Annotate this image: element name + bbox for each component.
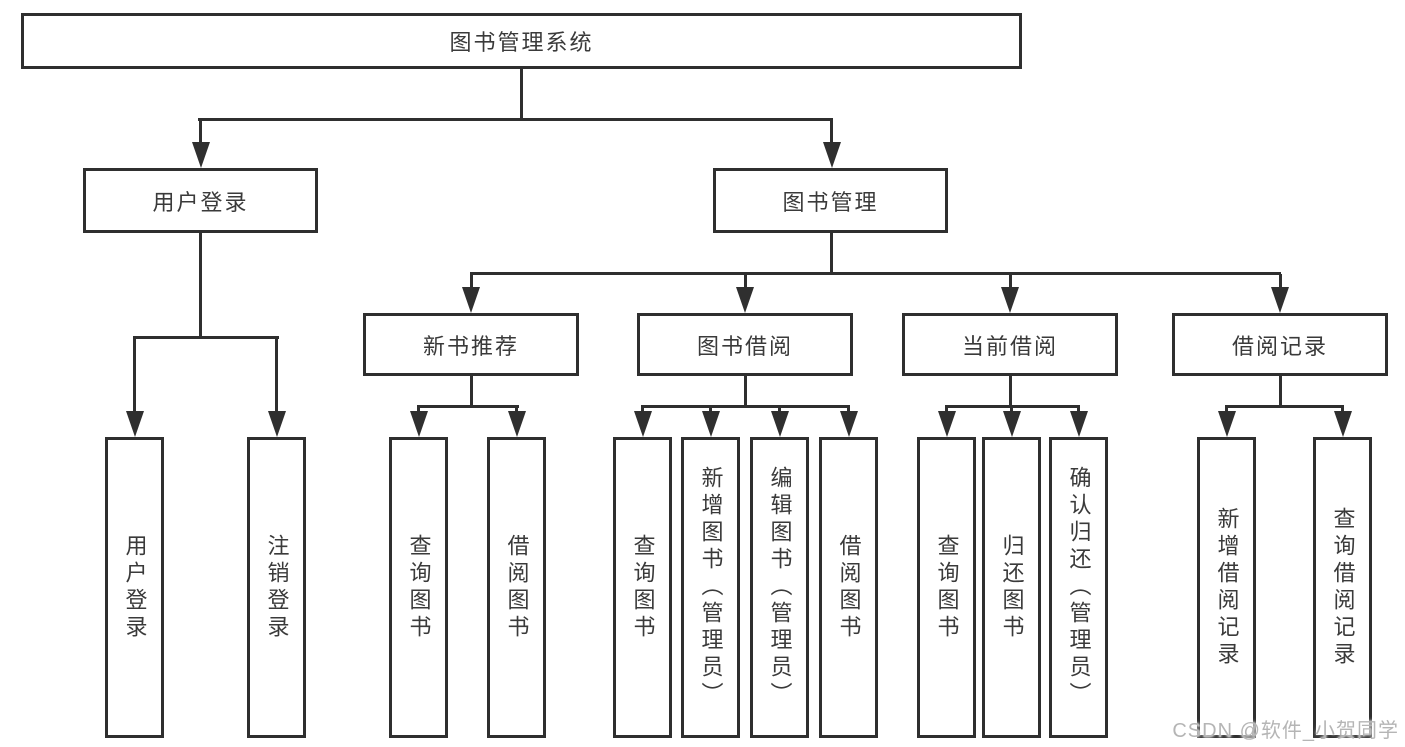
connector-line — [470, 376, 473, 407]
leaf-borrow-books: 借阅图书 — [487, 437, 546, 738]
node-label: 新增借阅记录 — [1214, 506, 1240, 669]
connector-line — [847, 406, 850, 415]
arrow-down-icon — [508, 411, 526, 437]
connector-line — [1279, 274, 1282, 289]
arrow-down-icon — [938, 411, 956, 437]
leaf-edit-books-admin: 编辑图书（管理员） — [750, 437, 809, 738]
arrow-down-icon — [462, 287, 480, 313]
connector-line — [417, 406, 420, 415]
connector-line — [1341, 406, 1344, 415]
connector-line — [945, 406, 948, 415]
leaf-logout: 注销登录 — [247, 437, 306, 738]
node-label: 用户登录 — [152, 189, 249, 215]
connector-line — [778, 406, 781, 415]
connector-line — [1077, 406, 1080, 415]
node-label: 新增图书（管理员） — [698, 466, 724, 709]
node-label: 用户登录 — [122, 533, 148, 642]
node-user-login: 用户登录 — [83, 168, 318, 233]
connector-line — [744, 376, 747, 407]
node-current-borrowing: 当前借阅 — [902, 313, 1118, 376]
leaf-query-borrow-record: 查询借阅记录 — [1313, 437, 1372, 738]
arrow-down-icon — [736, 287, 754, 313]
connector-line — [830, 120, 833, 144]
node-label: 图书借阅 — [696, 333, 793, 359]
node-label: 注销登录 — [264, 533, 290, 642]
arrow-down-icon — [1218, 411, 1236, 437]
arrow-down-icon — [634, 411, 652, 437]
arrow-down-icon — [771, 411, 789, 437]
arrow-down-icon — [840, 411, 858, 437]
node-label: 查询图书 — [630, 533, 656, 642]
connector-line — [1279, 376, 1282, 407]
leaf-user-login: 用户登录 — [105, 437, 164, 738]
node-label: 查询图书 — [406, 533, 432, 642]
arrow-down-icon — [1003, 411, 1021, 437]
arrow-down-icon — [1334, 411, 1352, 437]
connector-line — [830, 233, 833, 274]
connector-line — [1009, 274, 1012, 289]
connector-line — [199, 120, 202, 144]
connector-line — [641, 406, 644, 415]
connector-line — [1225, 405, 1344, 408]
arrow-down-icon — [268, 411, 286, 437]
arrow-down-icon — [1001, 287, 1019, 313]
node-label: 查询图书 — [934, 533, 960, 642]
node-book-borrowing: 图书借阅 — [637, 313, 853, 376]
node-label: 图书管理 — [782, 189, 879, 215]
arrow-down-icon — [192, 142, 210, 168]
node-label: 编辑图书（管理员） — [767, 466, 793, 709]
node-borrowing-records: 借阅记录 — [1172, 313, 1388, 376]
leaf-confirm-return-admin: 确认归还（管理员） — [1049, 437, 1108, 738]
arrow-down-icon — [702, 411, 720, 437]
leaf-add-borrow-record: 新增借阅记录 — [1197, 437, 1256, 738]
csdn-watermark: CSDN @软件_小贺同学 — [1172, 720, 1399, 742]
arrow-down-icon — [823, 142, 841, 168]
node-label: 借阅图书 — [836, 533, 862, 642]
leaf-query-books: 查询图书 — [917, 437, 976, 738]
leaf-add-books-admin: 新增图书（管理员） — [681, 437, 740, 738]
node-label: 新书推荐 — [422, 333, 519, 359]
node-label: 当前借阅 — [961, 333, 1058, 359]
connector-line — [709, 406, 712, 415]
connector-line — [1009, 376, 1012, 407]
arrow-down-icon — [1070, 411, 1088, 437]
connector-line — [515, 406, 518, 415]
connector-line — [470, 274, 473, 289]
node-label: 归还图书 — [999, 533, 1025, 642]
connector-line — [1225, 406, 1228, 415]
leaf-query-books: 查询图书 — [389, 437, 448, 738]
connector-line — [275, 337, 278, 413]
node-label: 借阅图书 — [504, 533, 530, 642]
connector-line — [520, 69, 523, 120]
connector-line — [198, 118, 833, 121]
node-book-management: 图书管理 — [713, 168, 948, 233]
node-label: 确认归还（管理员） — [1066, 466, 1092, 709]
connector-line — [133, 337, 136, 413]
connector-line — [744, 274, 747, 289]
node-label: 借阅记录 — [1231, 333, 1328, 359]
connector-line — [470, 272, 1281, 275]
leaf-borrow-books: 借阅图书 — [819, 437, 878, 738]
connector-line — [199, 233, 202, 337]
arrow-down-icon — [1271, 287, 1289, 313]
connector-line — [417, 405, 519, 408]
arrow-down-icon — [410, 411, 428, 437]
node-label: 图书管理系统 — [449, 30, 594, 55]
connector-line — [1010, 406, 1013, 415]
leaf-return-books: 归还图书 — [982, 437, 1041, 738]
node-library-management-system: 图书管理系统 — [21, 13, 1022, 69]
node-label: 查询借阅记录 — [1330, 506, 1356, 669]
leaf-query-books: 查询图书 — [613, 437, 672, 738]
connector-line — [133, 336, 279, 339]
connector-line — [641, 405, 850, 408]
node-new-book-recommendation: 新书推荐 — [363, 313, 579, 376]
arrow-down-icon — [126, 411, 144, 437]
